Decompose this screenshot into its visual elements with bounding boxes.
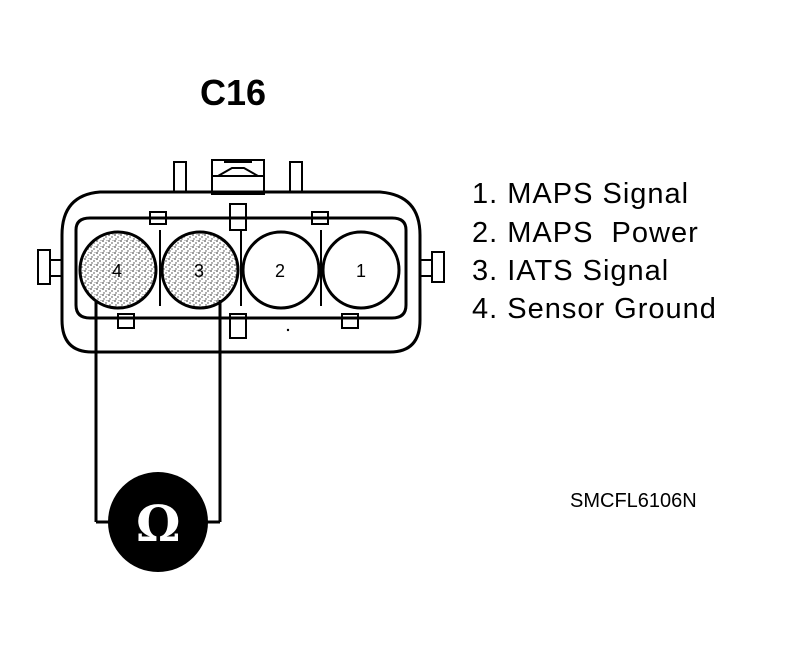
legend-item-1: 1. MAPS Signal	[472, 178, 689, 210]
pin-1-circle	[321, 230, 401, 310]
connector-housing	[60, 190, 422, 354]
pin-1: 1	[321, 230, 401, 310]
legend-item-3: 3. IATS Signal	[472, 255, 669, 287]
pin-legend: 1. MAPS Signal 2. MAPS Power 3. IATS Sig…	[472, 178, 717, 325]
legend-item-4: 4. Sensor Ground	[472, 293, 717, 325]
connector-side-ears	[37, 249, 445, 285]
pin-2: 2	[241, 230, 321, 310]
pin-2-circle	[241, 230, 321, 310]
connector-title: C16	[200, 72, 266, 113]
legend-item-2: 2. MAPS Power	[472, 217, 699, 249]
connector-inner-frame	[74, 216, 408, 320]
connector-lock-tab	[173, 159, 303, 195]
figure-code: SMCFL6106N	[570, 490, 697, 512]
pin-1-label: 1	[356, 261, 366, 281]
pin-3: 3	[160, 230, 240, 310]
pin-3-circle	[160, 230, 240, 310]
pin-3-label: 3	[194, 261, 204, 281]
ohmmeter: Ω	[108, 472, 208, 572]
pin-4-label: 4	[112, 261, 122, 281]
ohmmeter-body	[108, 472, 208, 572]
connector-key-tabs	[117, 203, 359, 339]
pin-4-circle	[78, 230, 158, 310]
pin-dividers	[159, 230, 322, 306]
pin-2-label: 2	[275, 261, 285, 281]
pin-4: 4	[78, 230, 158, 310]
ohm-icon: Ω	[136, 494, 181, 553]
